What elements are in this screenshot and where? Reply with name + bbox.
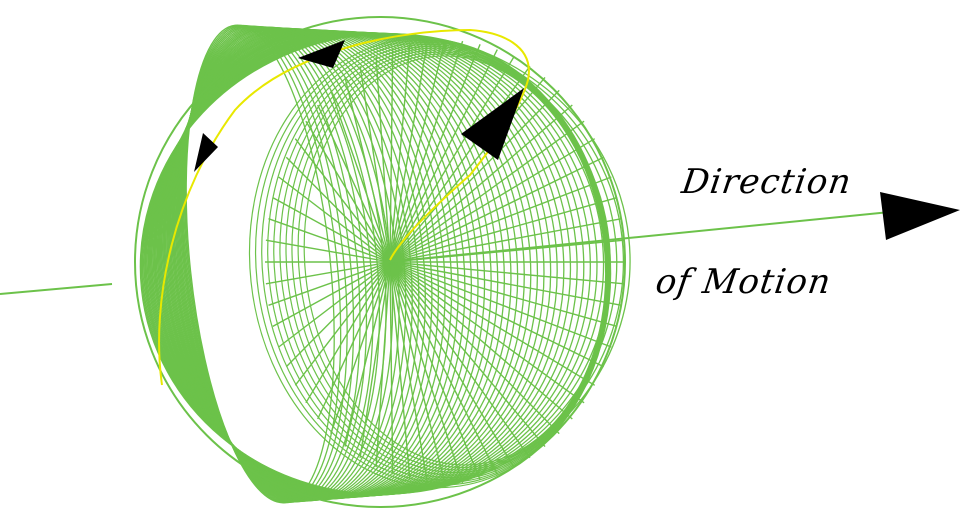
spoke-line	[306, 262, 390, 403]
direction-label: Direction	[679, 162, 854, 202]
motion-axis-right	[388, 212, 890, 262]
motion-axis-left	[0, 284, 112, 294]
of-motion-label: of Motion	[653, 262, 834, 302]
direction-arrowhead	[880, 192, 960, 240]
